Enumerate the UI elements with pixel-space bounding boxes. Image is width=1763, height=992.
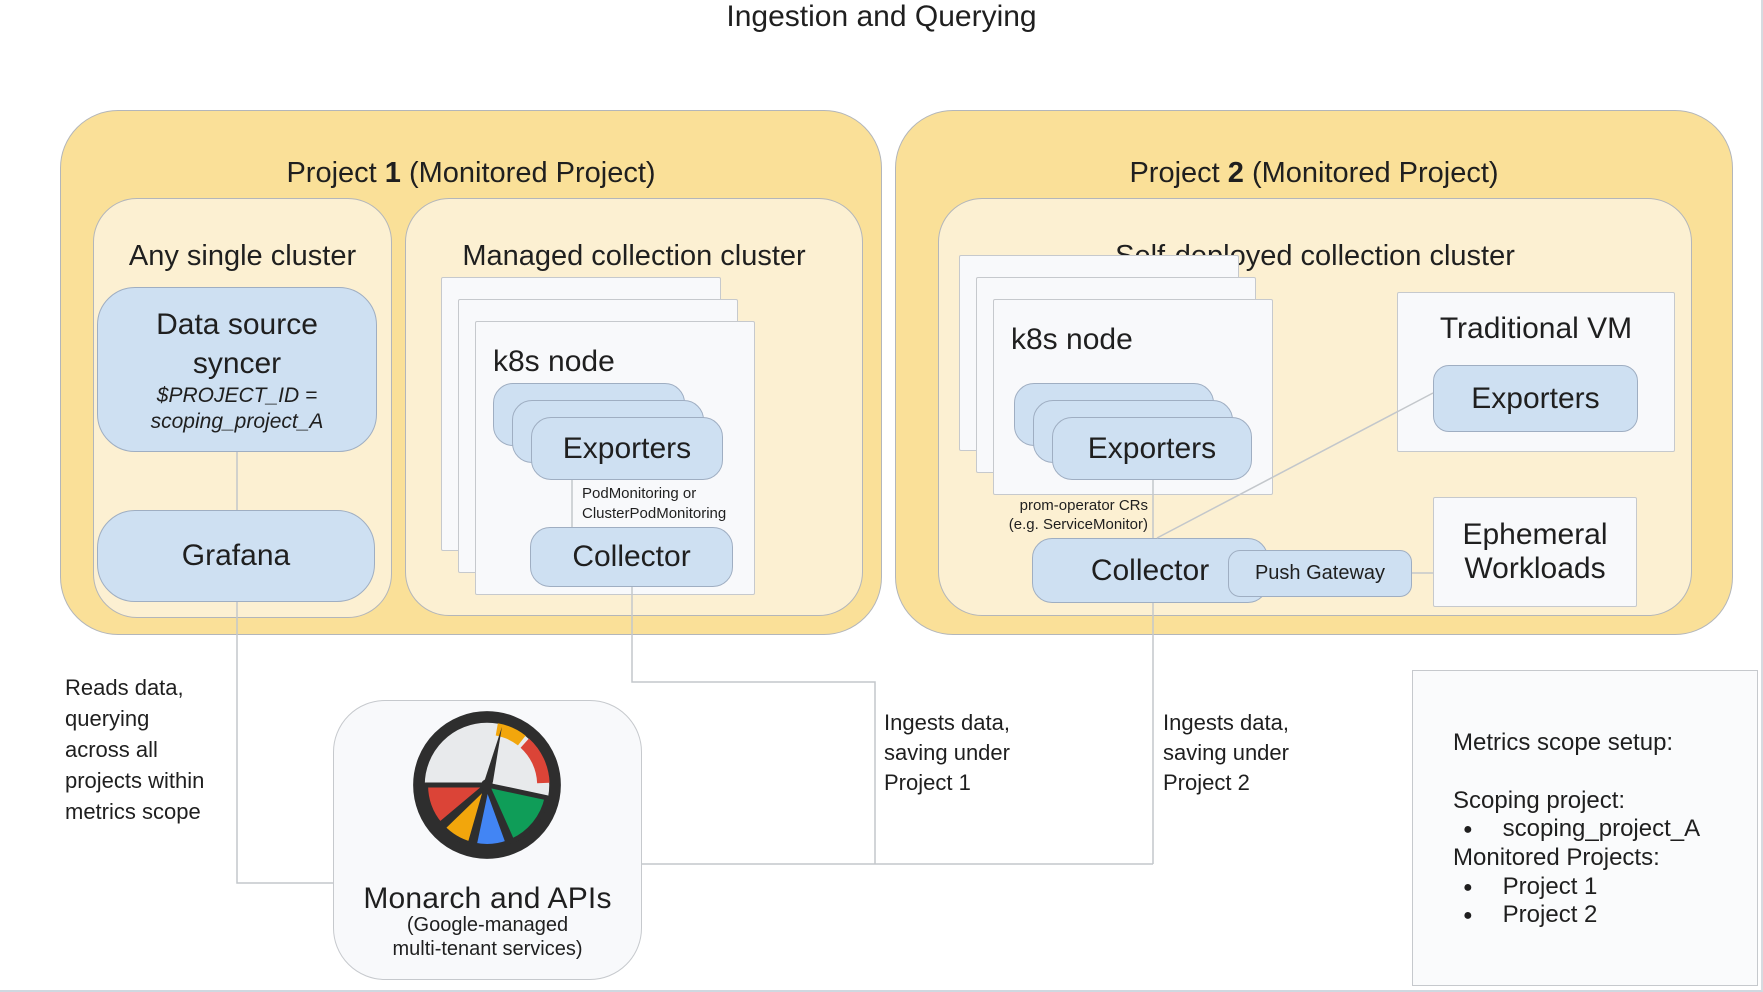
monitored-project-item-1: ● Project 1 [1463,873,1597,901]
any-single-cluster-label: Any single cluster [128,240,357,272]
monarch-title: Monarch and APIs [363,882,612,915]
monarch-subtitle1: (Google-managed [406,914,569,936]
monitored-projects-label: Monitored Projects: [1453,844,1660,871]
metrics-scope-heading: Metrics scope setup: [1453,729,1674,756]
diagram-title: Ingestion and Querying [726,0,1037,33]
monitored-project-1-value: Project 1 [1502,873,1598,900]
ingests-p2-line2: saving under [1163,740,1289,765]
monitoring-gauge-icon [413,711,561,859]
ingests-p2-line3: Project 2 [1163,770,1250,795]
bullet-icon: ● [1463,879,1473,896]
monitored-project-item-2: ● Project 2 [1463,901,1597,929]
prom-operator-edge-label: prom-operator CRs (e.g. ServiceMonitor) [980,496,1148,534]
reads-data-annotation: Reads data, querying across all projects… [65,672,204,827]
k8s-node-label-p2: k8s node [1011,323,1133,356]
project-2-title: Project 2 (Monitored Project) [895,157,1733,190]
prom-operator-edge-label-line2: (e.g. ServiceMonitor) [1008,516,1148,533]
connector-grafana-monarch [236,602,333,884]
reads-data-line3: across all [65,737,158,762]
scoping-project-value: scoping_project_A [1502,815,1701,842]
podmonitoring-edge-label-line1: PodMonitoring or [582,485,697,502]
ingests-data-project2-annotation: Ingests data, saving under Project 2 [1163,708,1289,798]
traditional-vm-exporters-box: Exporters [1433,365,1638,432]
bullet-icon: ● [1463,821,1473,838]
data-source-syncer-box: Data source syncer $PROJECT_ID = scoping… [97,287,377,452]
ephemeral-workloads-box: Ephemeral Workloads [1433,497,1637,607]
ephemeral-workloads-line1: Ephemeral [1462,518,1608,551]
data-source-syncer-detail2: scoping_project_A [150,409,324,433]
exporters-box-p2: Exporters [1052,417,1252,480]
managed-collection-cluster-label: Managed collection cluster [462,240,806,272]
ingests-p1-line2: saving under [884,740,1010,765]
metrics-scope-panel: Metrics scope setup: Scoping project: ● s… [1412,670,1758,986]
project-1-title-suffix: (Monitored Project) [400,157,656,189]
reads-data-line2: querying [65,706,150,731]
ephemeral-workloads-line2: Workloads [1464,552,1606,585]
collector-box-project1: Collector [530,527,733,587]
grafana-box: Grafana [97,510,375,602]
traditional-vm-label: Traditional VM [1439,312,1633,345]
project-2-title-number: 2 [1227,157,1244,189]
push-gateway-box: Push Gateway [1228,550,1412,597]
monitored-project-2-value: Project 2 [1502,901,1598,928]
scoping-project-item: ● scoping_project_A [1463,815,1700,843]
data-source-syncer-label-line2: syncer [192,346,282,380]
data-source-syncer-label-line1: Data source [156,307,318,341]
exporters-box: Exporters [531,417,723,480]
project-1-title: Project 1 (Monitored Project) [60,157,882,190]
project-1-title-number: 1 [384,157,401,189]
podmonitoring-edge-label: PodMonitoring or ClusterPodMonitoring [582,484,726,524]
ingests-p1-line1: Ingests data, [884,710,1010,735]
project-2-title-prefix: Project [1129,157,1228,189]
podmonitoring-edge-label-line2: ClusterPodMonitoring [582,505,727,522]
prom-operator-edge-label-line1: prom-operator CRs [1019,497,1148,514]
reads-data-line4: projects within [65,768,205,793]
ingests-data-project1-annotation: Ingests data, saving under Project 1 [884,708,1010,798]
reads-data-line5: metrics scope [65,799,201,824]
project-2-title-suffix: (Monitored Project) [1243,157,1499,189]
monarch-subtitle2: multi-tenant services) [392,938,583,960]
scoping-project-label: Scoping project: [1453,787,1626,814]
k8s-node-label: k8s node [493,345,615,378]
ingests-p2-line1: Ingests data, [1163,710,1289,735]
collector-box-project2: Collector [1032,538,1268,603]
data-source-syncer-detail1: $PROJECT_ID = [156,383,318,407]
ingests-p1-line3: Project 1 [884,770,971,795]
reads-data-line1: Reads data, [65,675,184,700]
bullet-icon: ● [1463,907,1473,924]
project-1-title-prefix: Project [286,157,385,189]
